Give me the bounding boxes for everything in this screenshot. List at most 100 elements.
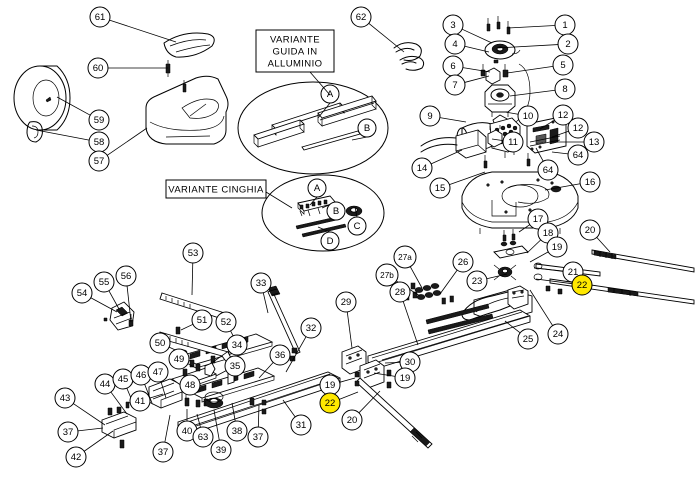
leader-line-1 [507, 25, 556, 29]
callout-62[interactable]: 62 [350, 6, 372, 28]
callout-19[interactable]: 19 [394, 367, 416, 389]
callout-53[interactable]: 53 [182, 242, 204, 264]
callout-48[interactable]: 48 [179, 374, 201, 396]
callout-27b[interactable]: 27b [375, 263, 399, 287]
callout-50[interactable]: 50 [149, 332, 171, 354]
callout-45[interactable]: 45 [112, 368, 134, 390]
callout-circle [93, 271, 115, 293]
callout-6[interactable]: 6 [442, 55, 464, 77]
callout-57[interactable]: 57 [88, 150, 110, 172]
callout-35[interactable]: 35 [224, 355, 246, 377]
callout-circle [335, 291, 357, 313]
callout-59[interactable]: 59 [88, 109, 110, 131]
callout-circle [466, 270, 488, 292]
leader-line-5 [506, 66, 554, 74]
callout-11[interactable]: 11 [502, 131, 524, 153]
callout-43[interactable]: 43 [54, 387, 76, 409]
callout-56[interactable]: 56 [115, 265, 137, 287]
callout-circle [571, 274, 593, 296]
callout-7[interactable]: 7 [444, 74, 466, 96]
callout-33[interactable]: 33 [250, 272, 272, 294]
callout-20[interactable]: 20 [579, 219, 601, 241]
callout-37[interactable]: 37 [57, 421, 79, 443]
callout-63[interactable]: 63 [192, 426, 214, 448]
callout-2[interactable]: 2 [557, 33, 579, 55]
callout-8[interactable]: 8 [554, 78, 576, 100]
callout-19[interactable]: 19 [546, 236, 568, 258]
callout-39[interactable]: 39 [210, 439, 232, 461]
callout-9[interactable]: 9 [419, 105, 441, 127]
callout-41[interactable]: 41 [129, 390, 151, 412]
callout-4[interactable]: 4 [444, 33, 466, 55]
callout-5[interactable]: 5 [552, 54, 574, 76]
callout-22-highlighted[interactable]: 22 [571, 274, 593, 296]
callout-61[interactable]: 61 [89, 6, 111, 28]
callout-37[interactable]: 37 [247, 426, 269, 448]
callout-52[interactable]: 52 [215, 311, 237, 333]
sub-callout-B[interactable]: B [357, 118, 377, 138]
callout-42[interactable]: 42 [65, 446, 87, 468]
callout-circle [341, 409, 363, 431]
leader-line-38 [231, 402, 236, 422]
leader-line-2 [496, 44, 559, 49]
callout-64[interactable]: 64 [567, 144, 589, 166]
callout-27a[interactable]: 27a [393, 245, 417, 269]
callout-44[interactable]: 44 [94, 373, 116, 395]
callout-23[interactable]: 23 [466, 270, 488, 292]
callout-1[interactable]: 1 [554, 14, 576, 36]
sub-callout-D[interactable]: D [320, 231, 340, 251]
callout-10[interactable]: 10 [517, 105, 539, 127]
variant-aluminium-group [237, 81, 389, 175]
callout-55[interactable]: 55 [93, 271, 115, 293]
part-rail-rod-20a [591, 249, 695, 273]
callout-32[interactable]: 32 [300, 317, 322, 339]
callout-circle [210, 439, 232, 461]
callout-54[interactable]: 54 [71, 282, 93, 304]
callout-25[interactable]: 25 [517, 328, 539, 350]
part-screws-15 [483, 153, 531, 169]
callout-58[interactable]: 58 [88, 131, 110, 153]
callout-22-highlighted[interactable]: 22 [319, 392, 341, 414]
callout-20[interactable]: 20 [341, 409, 363, 431]
callout-47[interactable]: 47 [147, 361, 169, 383]
callout-38[interactable]: 38 [226, 420, 248, 442]
callout-12[interactable]: 12 [567, 117, 589, 139]
callout-circle [442, 14, 464, 36]
part-pin-60 [165, 60, 171, 77]
callout-49[interactable]: 49 [168, 348, 190, 370]
part-clips-19 [261, 371, 360, 415]
callout-36[interactable]: 36 [269, 344, 291, 366]
callout-29[interactable]: 29 [335, 291, 357, 313]
part-gearbox-5 [484, 84, 516, 117]
callout-28[interactable]: 28 [389, 281, 411, 303]
callout-31[interactable]: 31 [290, 414, 312, 436]
callout-15[interactable]: 15 [429, 177, 451, 199]
callout-circle [115, 265, 137, 287]
callout-13[interactable]: 13 [583, 131, 605, 153]
callout-circle [411, 157, 433, 179]
callout-34[interactable]: 34 [226, 334, 248, 356]
callout-14[interactable]: 14 [411, 157, 433, 179]
callout-16[interactable]: 16 [579, 171, 601, 193]
callout-60[interactable]: 60 [87, 57, 109, 79]
callout-19[interactable]: 19 [319, 374, 341, 396]
callout-circle [517, 105, 539, 127]
callout-26[interactable]: 26 [452, 251, 474, 273]
sub-callout-C[interactable]: C [347, 216, 367, 236]
callout-64[interactable]: 64 [537, 159, 559, 181]
callout-51[interactable]: 51 [191, 309, 213, 331]
leader-line-19 [529, 251, 549, 263]
callout-3[interactable]: 3 [442, 14, 464, 36]
callout-37[interactable]: 37 [152, 441, 174, 463]
sub-callout-A[interactable]: A [307, 178, 327, 198]
variant-belt-group [261, 174, 385, 252]
leader-line-46 [144, 384, 153, 404]
leader-lines [35, 19, 611, 452]
part-transformer-14 [420, 129, 487, 159]
variant-aluminium-line-2: GUIDA IN [273, 47, 318, 58]
sub-callout-B[interactable]: B [326, 201, 346, 221]
leader-line-19 [339, 377, 356, 383]
leader-line-41 [149, 393, 164, 399]
callout-24[interactable]: 24 [547, 323, 569, 345]
